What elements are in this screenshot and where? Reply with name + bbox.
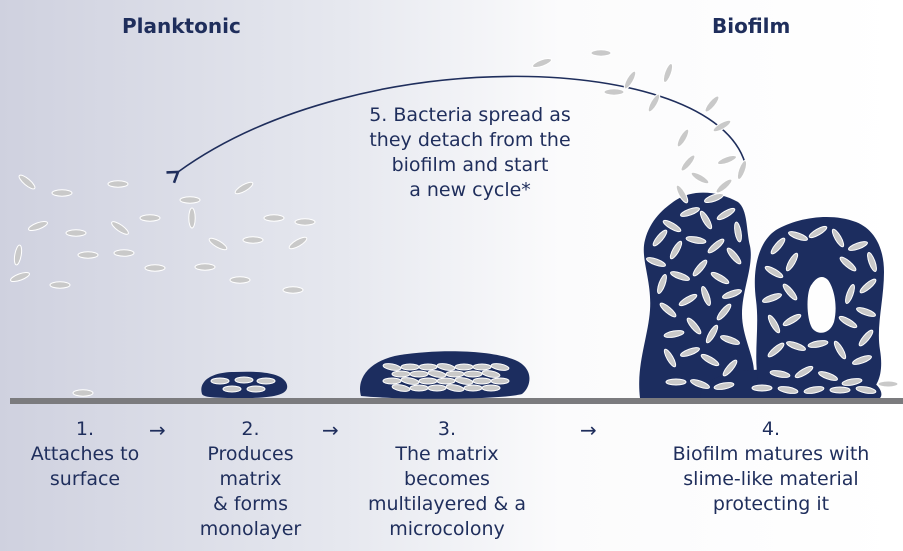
step-line: protecting it (660, 492, 882, 517)
bacterium-cell (235, 377, 253, 383)
cycle-line: a new cycle* (340, 178, 600, 203)
bacterium-cell (234, 180, 255, 196)
bacterium-cell (752, 385, 772, 391)
bacterium-cell (383, 378, 401, 384)
bacterium-cell (473, 378, 491, 384)
bacterium-cell (140, 215, 160, 221)
bacterium-cell (666, 379, 686, 385)
bacterium-cell (455, 364, 473, 370)
step-line: becomes (356, 467, 538, 492)
step-line: & forms (193, 492, 308, 517)
bacterium-cell (28, 220, 49, 233)
bacterium-cell (690, 170, 711, 186)
bacterium-cell (392, 371, 410, 377)
bacterium-cell (230, 277, 250, 283)
step-line: microcolony (356, 517, 538, 542)
bacterium-cell (878, 381, 898, 387)
step-number: 2. (193, 417, 308, 442)
bacterium-cell (211, 378, 229, 384)
step-line: Attaches to (20, 442, 150, 467)
bacterium-cell (679, 153, 697, 172)
bacterium-cell (428, 385, 446, 391)
bacterium-cell (703, 94, 721, 113)
bacterium-cell (208, 236, 229, 252)
bacterium-cell (410, 385, 428, 391)
bacterium-cell (189, 208, 195, 228)
step-line: multilayered & a (356, 492, 538, 517)
planktonic-title: Planktonic (122, 14, 241, 38)
bacterium-cell (464, 371, 482, 377)
step-line: matrix (193, 467, 308, 492)
bacterium-cell (257, 378, 275, 384)
step-line: monolayer (193, 517, 308, 542)
bacterium-cell (591, 50, 611, 56)
bacterium-cell (662, 63, 675, 84)
bacterium-cell (195, 264, 215, 270)
arrow-step-1-to-2: → (149, 418, 166, 442)
bacterium-cell (410, 371, 428, 377)
bacterium-cell (532, 57, 553, 70)
bacterium-cell (419, 364, 437, 370)
step-4: 4. Biofilm matures with slime-like mater… (660, 417, 882, 517)
bacterium-cell (110, 220, 130, 237)
bacterium-cell (10, 271, 31, 284)
bacterium-cell (464, 385, 482, 391)
monolayer-matrix (201, 372, 287, 398)
bacterium-cell (243, 237, 263, 243)
bacterium-cell (736, 160, 749, 181)
bacterium-cell (223, 386, 241, 392)
step-number: 1. (20, 417, 150, 442)
step-2: 2. Produces matrix & forms monolayer (193, 417, 308, 542)
bacterium-cell (78, 252, 98, 258)
bacterium-cell (295, 219, 315, 225)
bacterium-cell (52, 190, 72, 196)
bacterium-cell (712, 118, 733, 134)
bacterium-cell (437, 378, 455, 384)
step-3: 3. The matrix becomes multilayered & a m… (356, 417, 538, 542)
bacterium-cell (13, 245, 23, 266)
bacterium-cell (264, 215, 284, 221)
bacterium-cell (482, 385, 500, 391)
bacterium-cell (491, 378, 509, 384)
cycle-line: 5. Bacteria spread as (340, 103, 600, 128)
step-line: The matrix (356, 442, 538, 467)
bacterium-cell (108, 181, 128, 187)
bacterium-cell (17, 173, 36, 191)
bacterium-cell (288, 235, 309, 251)
step-1: 1. Attaches to surface (20, 417, 150, 492)
bacterium-cell (73, 390, 93, 396)
bacterium-cell (66, 230, 86, 236)
bacterium-cell (604, 89, 624, 95)
step-line: slime-like material (660, 467, 882, 492)
bacterium-cell (675, 128, 691, 149)
bacterium-cell (114, 250, 134, 256)
step-line: surface (20, 467, 150, 492)
bacterium-cell (830, 387, 850, 393)
bacterium-cell (283, 287, 303, 293)
bacterium-cell (446, 371, 464, 377)
cycle-line: biofilm and start (340, 153, 600, 178)
bacterium-cell (145, 265, 165, 271)
arrow-step-2-to-3: → (322, 418, 339, 442)
bacterium-cell (401, 364, 419, 370)
bacterium-cell (714, 177, 733, 195)
step-line: Produces (193, 442, 308, 467)
bacterium-cell (180, 197, 200, 203)
bacterium-cell (50, 282, 70, 288)
bacterium-cell (646, 93, 662, 114)
arrow-step-3-to-4: → (580, 418, 597, 442)
step-line: Biofilm matures with (660, 442, 882, 467)
bacterium-cell (247, 386, 265, 392)
bacterium-cell (717, 154, 738, 167)
bacterium-cell (473, 364, 491, 370)
bacterium-cell (419, 378, 437, 384)
step-number: 3. (356, 417, 538, 442)
step-number: 4. (660, 417, 882, 442)
surface-line (10, 398, 903, 404)
cycle-description: 5. Bacteria spread as they detach from t… (340, 103, 600, 203)
biofilm-title: Biofilm (712, 14, 790, 38)
cycle-line: they detach from the (340, 128, 600, 153)
